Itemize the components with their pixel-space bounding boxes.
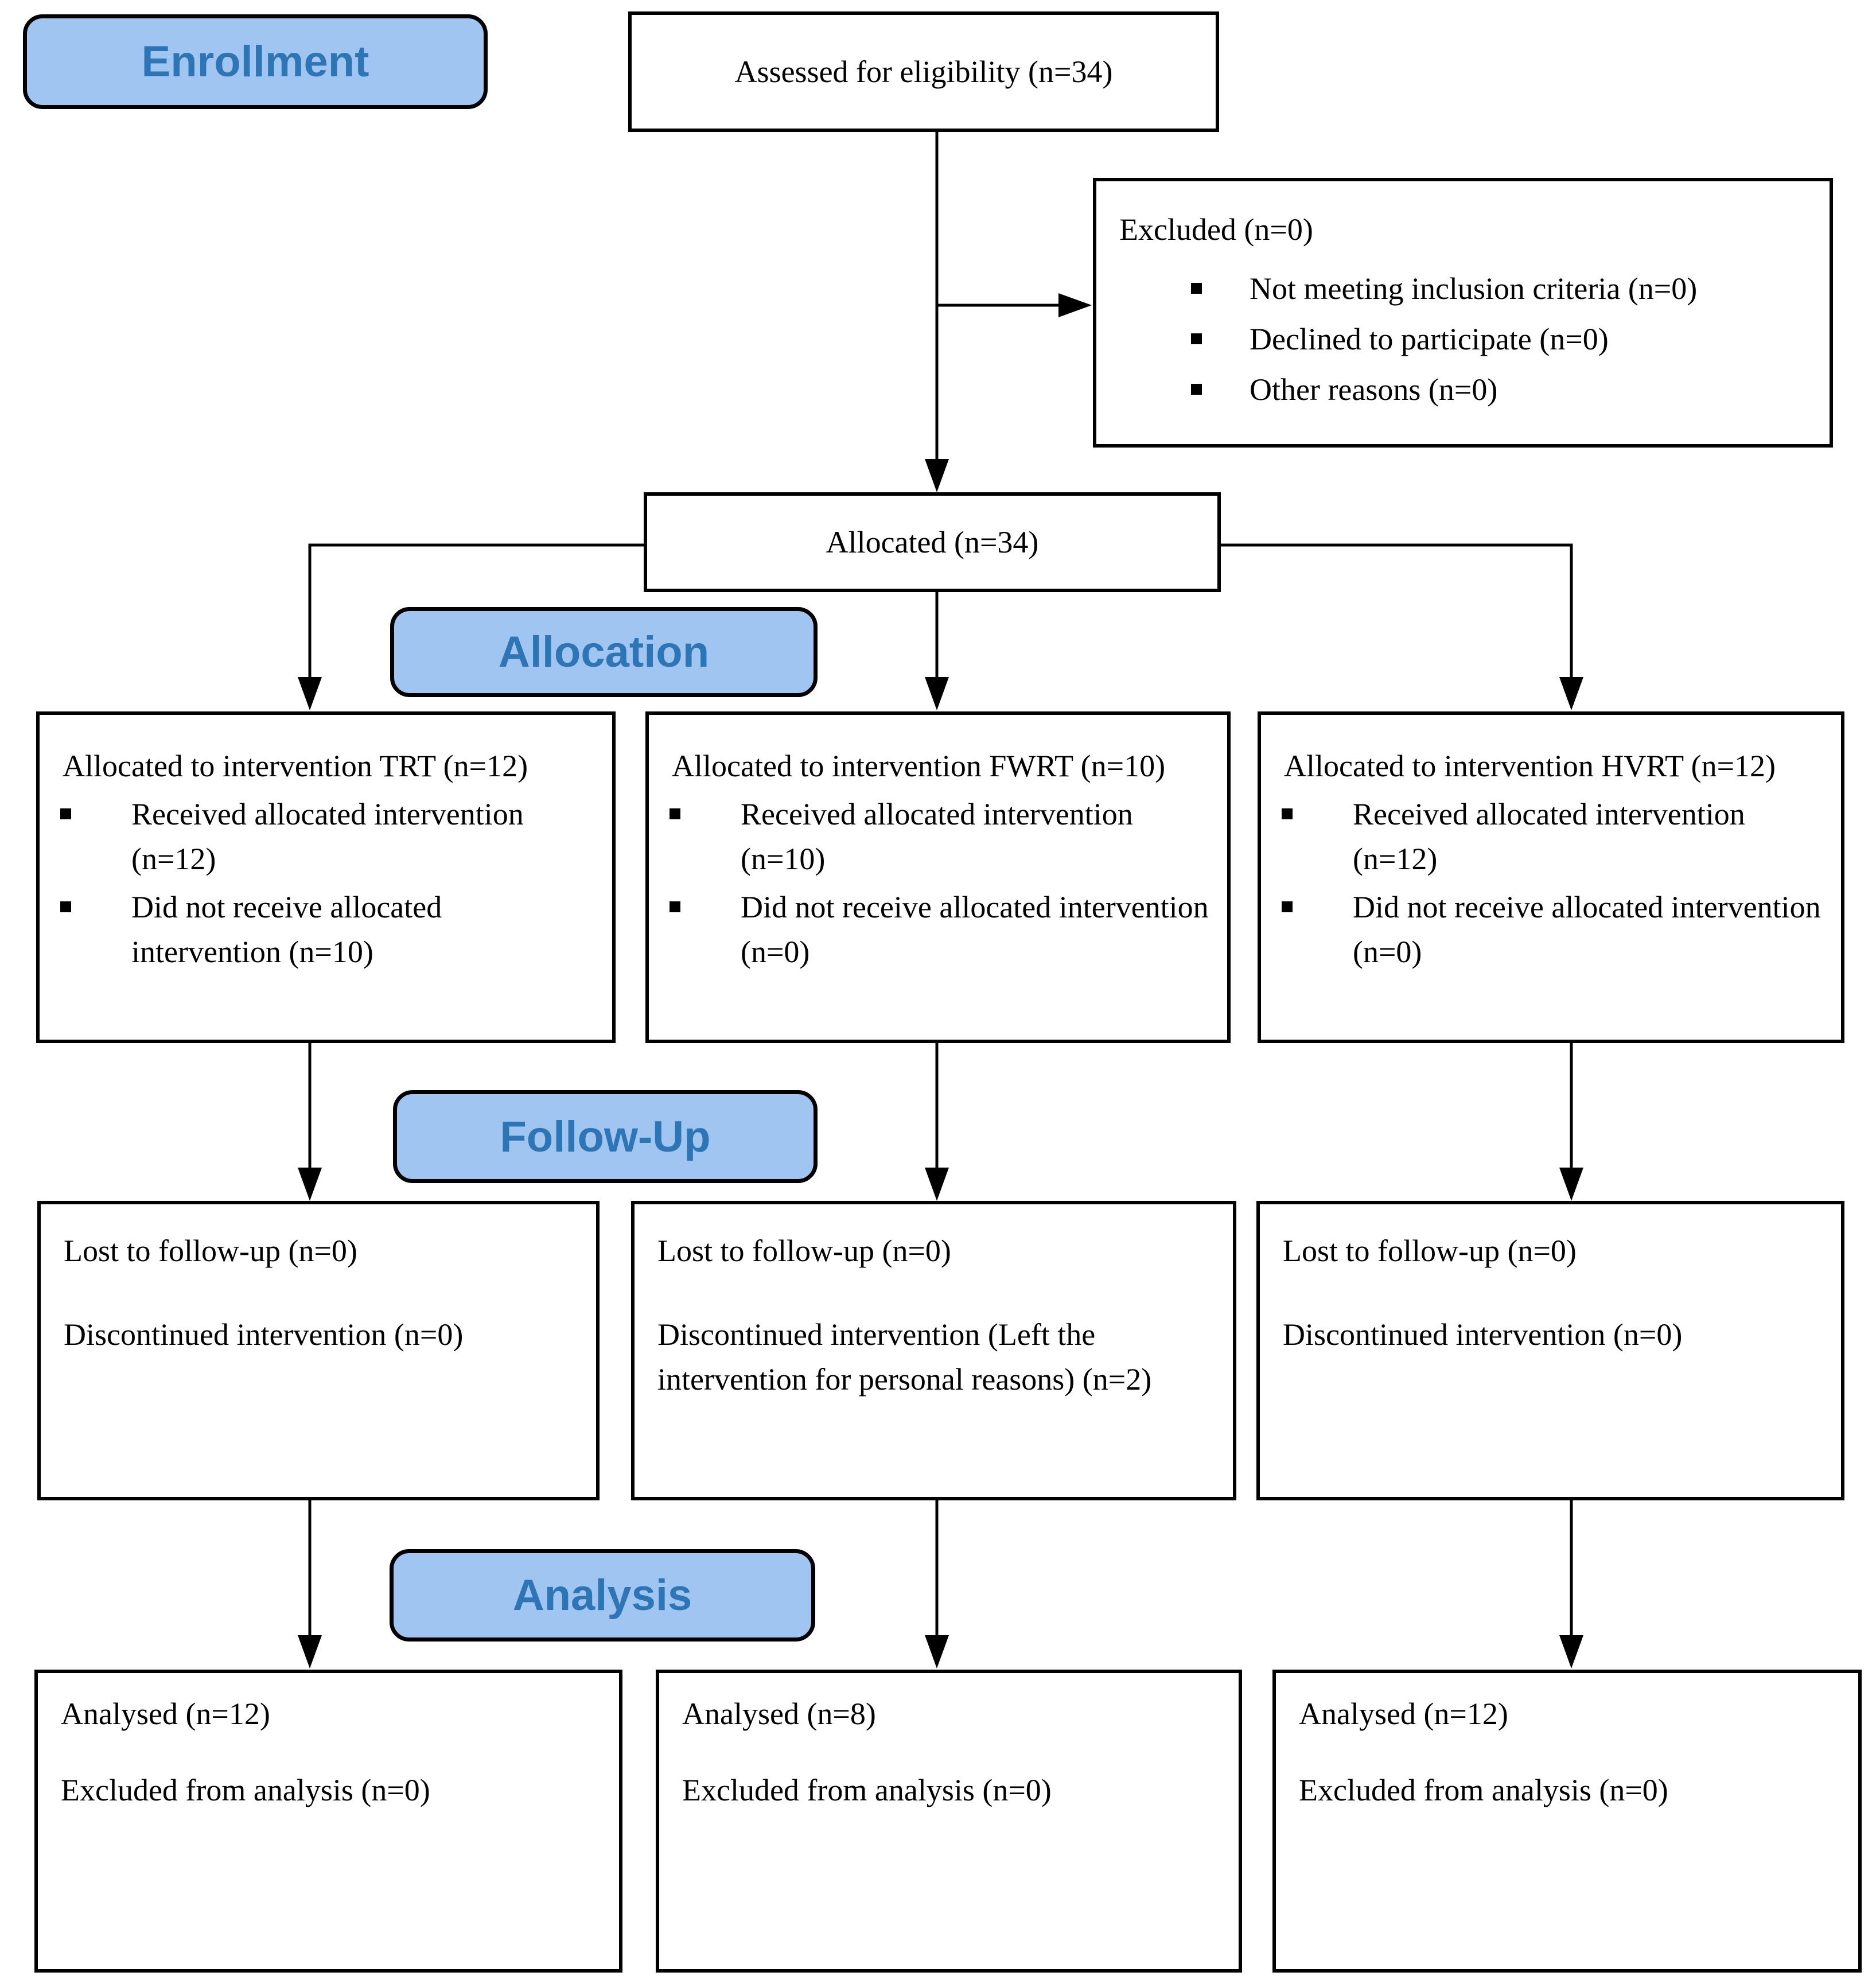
analysis-box-hvrt: Analysed (n=12) Excluded from analysis (… [1272,1670,1862,1973]
arm-box-hvrt: Allocated to intervention HVRT (n=12) Re… [1258,711,1844,1043]
followup-stage-label-text: Follow-Up [500,1112,711,1161]
excluded-bullet-text: Not meeting inclusion criteria (n=0) [1250,271,1698,306]
allocated-box: Allocated (n=34) [644,492,1221,592]
excluded-box: Excluded (n=0) Not meeting inclusion cri… [1093,178,1833,448]
arrow-followup-to-analysis-hvrt [1559,1500,1583,1668]
allocation-stage-label-text: Allocation [498,628,710,676]
arrow-assessed-to-excluded [937,293,1092,317]
discontinued-text: Discontinued intervention (n=0) [64,1317,464,1352]
excluded-title: Excluded (n=0) [1119,212,1313,247]
arm-bullet-text: Did not receive allocated intervention (… [1353,890,1821,969]
lost-to-followup-text: Lost to follow-up (n=0) [657,1234,951,1268]
arm-title: Allocated to intervention FWRT (n=10) [672,749,1166,783]
followup-box-hvrt: Lost to follow-up (n=0) Discontinued int… [1256,1201,1844,1500]
list-item: Other reasons (n=0) [1119,364,1812,415]
assessed-text: Assessed for eligibility (n=34) [734,55,1113,89]
allocation-stage-label: Allocation [390,607,818,697]
analysed-text: Analysed (n=12) [1299,1697,1508,1731]
bullet-square-icon [1282,808,1293,819]
lost-to-followup-text: Lost to follow-up (n=0) [1283,1234,1577,1268]
arm-title: Allocated to intervention HVRT (n=12) [1284,749,1776,783]
excluded-bullet-text: Other reasons (n=0) [1250,372,1498,407]
arrow-allocated-to-arm-fwrt [925,592,949,710]
arrow-allocated-to-arm-trt [298,543,644,710]
arrow-assessed-to-allocated [925,132,949,492]
analysis-box-fwrt: Analysed (n=8) Excluded from analysis (n… [656,1670,1242,1973]
bullet-square-icon [1191,283,1202,294]
bullet-square-icon [670,901,680,912]
allocated-text: Allocated (n=34) [826,525,1039,559]
arm-bullet-text: Did not receive allocated intervention (… [131,890,442,969]
analysis-box-trt: Analysed (n=12) Excluded from analysis (… [34,1670,622,1973]
excluded-from-analysis-text: Excluded from analysis (n=0) [682,1773,1052,1807]
excluded-from-analysis-text: Excluded from analysis (n=0) [61,1773,430,1807]
list-item: Received allocated intervention (n=12) [1282,792,1824,881]
analysis-stage-label-text: Analysis [512,1571,692,1620]
discontinued-text: Discontinued intervention (n=0) [1283,1317,1683,1352]
arrow-followup-to-analysis-fwrt [925,1500,949,1668]
arm-box-fwrt: Allocated to intervention FWRT (n=10) Re… [645,711,1231,1043]
bullet-square-icon [60,808,71,819]
list-item: Did not receive allocated intervention (… [60,885,595,974]
list-item: Received allocated intervention (n=12) [60,792,595,881]
bullet-square-icon [1191,333,1202,344]
analysed-text: Analysed (n=8) [682,1697,876,1731]
arm-bullet-text: Did not receive allocated intervention (… [741,890,1209,969]
enrollment-stage-label: Enrollment [23,14,488,109]
arrow-followup-to-analysis-trt [298,1500,322,1668]
arrow-arm-to-followup-hvrt [1559,1043,1583,1201]
followup-box-trt: Lost to follow-up (n=0) Discontinued int… [37,1201,600,1500]
bullet-square-icon [670,808,680,819]
arrow-arm-to-followup-fwrt [925,1043,949,1201]
list-item: Did not receive allocated intervention (… [1282,885,1824,974]
excluded-bullet-text: Declined to participate (n=0) [1250,322,1609,356]
followup-stage-label: Follow-Up [393,1090,818,1183]
list-item: Not meeting inclusion criteria (n=0) [1119,263,1812,314]
arm-bullet-text: Received allocated intervention (n=10) [741,797,1133,876]
arrow-allocated-to-arm-hvrt [1221,543,1583,710]
arrow-arm-to-followup-trt [298,1043,322,1201]
excluded-bullet-list: Not meeting inclusion criteria (n=0) Dec… [1119,263,1812,415]
bullet-square-icon [60,901,71,912]
enrollment-stage-label-text: Enrollment [141,37,369,86]
followup-box-fwrt: Lost to follow-up (n=0) Discontinued int… [631,1201,1236,1500]
lost-to-followup-text: Lost to follow-up (n=0) [64,1234,357,1268]
excluded-from-analysis-text: Excluded from analysis (n=0) [1299,1773,1668,1807]
discontinued-text: Discontinued intervention (Left the inte… [657,1317,1152,1397]
arm-box-trt: Allocated to intervention TRT (n=12) Rec… [36,711,616,1043]
assessed-box: Assessed for eligibility (n=34) [628,11,1219,132]
list-item: Received allocated intervention (n=10) [670,792,1210,881]
list-item: Did not receive allocated intervention (… [670,885,1210,974]
bullet-square-icon [1282,901,1293,912]
arm-title: Allocated to intervention TRT (n=12) [63,749,528,783]
list-item: Declined to participate (n=0) [1119,314,1812,364]
arm-bullet-text: Received allocated intervention (n=12) [1353,797,1745,876]
arm-bullet-text: Received allocated intervention (n=12) [131,797,524,876]
bullet-square-icon [1191,384,1202,395]
analysis-stage-label: Analysis [390,1549,815,1642]
analysed-text: Analysed (n=12) [61,1697,270,1731]
